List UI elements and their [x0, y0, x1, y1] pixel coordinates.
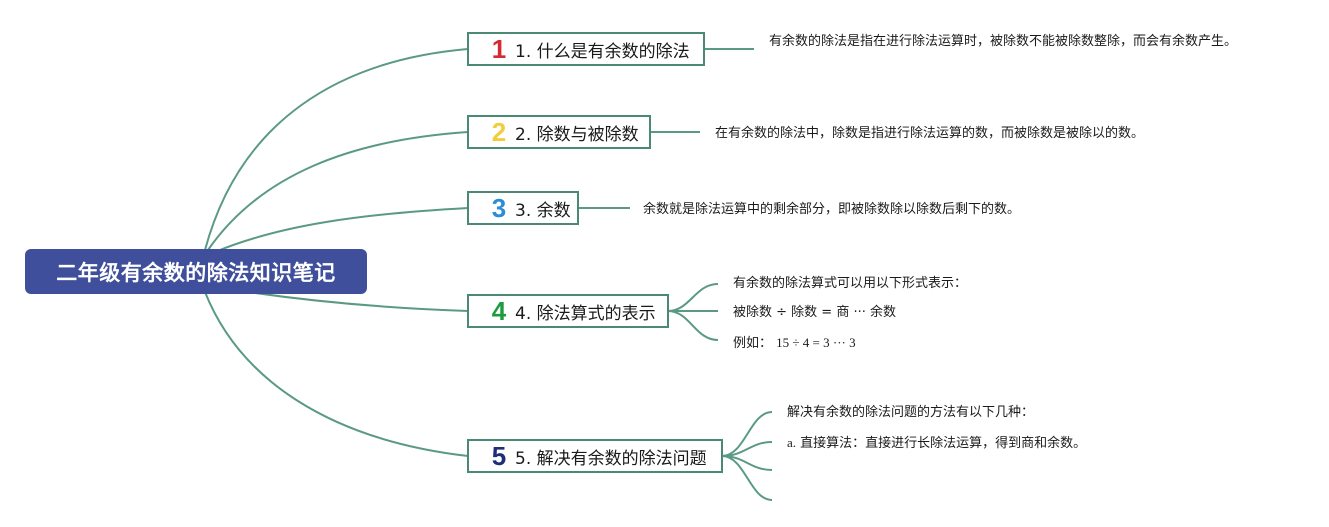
topic-1-label: 1. 什么是有余数的除法 — [515, 41, 690, 62]
example-formula: 15 ÷ 4 = 3 ··· 3 — [776, 335, 856, 350]
root-topic[interactable]: 二年级有余数的除法知识笔记 — [25, 249, 367, 294]
number-5-icon: 5 — [491, 441, 507, 471]
topic-4-label: 4. 除法算式的表示 — [515, 303, 656, 324]
note-topic-2[interactable]: 在有余数的除法中，除数是指进行除法运算的数，而被除数是被除以的数。 — [715, 126, 1145, 141]
number-3-icon: 3 — [491, 193, 507, 223]
example-label: 例如： — [733, 336, 773, 351]
note-topic-3[interactable]: 余数就是除法运算中的剩余部分，即被除数除以除数后剩下的数。 — [643, 202, 1021, 217]
note-topic-5-line-1[interactable]: 解决有余数的除法问题的方法有以下几种： — [787, 405, 1035, 420]
link-topic-4-note-a — [667, 283, 719, 312]
topic-2-label: 2. 除数与被除数 — [515, 124, 639, 145]
topic-3[interactable]: 3 3. 余数 — [467, 191, 579, 225]
number-1-icon: 1 — [491, 34, 507, 64]
link-root-topic-1 — [204, 48, 469, 251]
note-topic-4-line-2[interactable]: 被除数 ÷ 除数 = 商 ··· 余数 — [733, 305, 896, 320]
topic-1[interactable]: 1 1. 什么是有余数的除法 — [467, 32, 705, 66]
link-root-topic-2 — [207, 131, 469, 251]
link-root-topic-3 — [214, 207, 469, 253]
number-4-icon: 4 — [491, 296, 507, 326]
topic-2[interactable]: 2 2. 除数与被除数 — [467, 115, 651, 149]
topic-3-label: 3. 余数 — [515, 200, 571, 221]
link-topic-4-note-c — [667, 310, 719, 341]
note-topic-1[interactable]: 有余数的除法是指在进行除法运算时，被除数不能被除数整除，而会有余数产生。 — [769, 34, 1238, 49]
topic-5-label: 5. 解决有余数的除法问题 — [515, 448, 707, 469]
number-2-icon: 2 — [491, 117, 507, 147]
item-marker: a. — [787, 435, 797, 450]
topic-4[interactable]: 4 4. 除法算式的表示 — [467, 294, 669, 328]
note-topic-4-line-1[interactable]: 有余数的除法算式可以用以下形式表示： — [733, 276, 968, 291]
note-topic-5-line-2[interactable]: a. 直接算法：直接进行长除法运算，得到商和余数。 — [787, 433, 1086, 454]
item-text: 直接算法：直接进行长除法运算，得到商和余数。 — [800, 436, 1087, 451]
topic-5[interactable]: 5 5. 解决有余数的除法问题 — [467, 439, 723, 473]
link-root-topic-5 — [204, 291, 469, 457]
link-topic-5-note-d — [721, 455, 773, 501]
note-topic-4-line-3[interactable]: 例如： 15 ÷ 4 = 3 ··· 3 — [733, 333, 856, 354]
